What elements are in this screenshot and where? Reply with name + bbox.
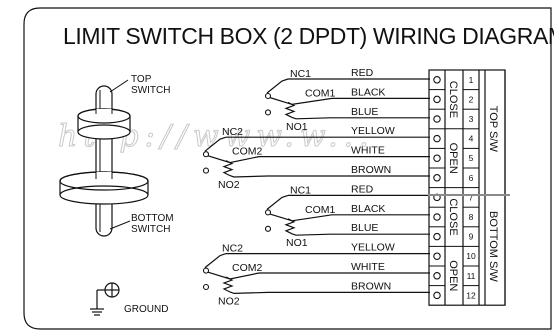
no-label: NO2 <box>218 295 240 307</box>
com-label: COM1 <box>305 204 335 216</box>
top-switch-leader <box>109 79 129 93</box>
pivot-point <box>264 225 272 232</box>
ground-label: GROUND <box>124 304 168 315</box>
state-label: CLOSE <box>447 198 459 235</box>
spring <box>284 218 331 236</box>
nc-contact <box>266 194 289 210</box>
com-label: COM2 <box>232 146 262 158</box>
com-label: COM2 <box>232 262 262 274</box>
group-label: TOP S/W <box>487 106 499 153</box>
bottom-switch-leader <box>109 220 131 230</box>
terminal-screw <box>433 174 441 182</box>
wire-color-label: BLACK <box>351 203 385 215</box>
switch-shaft-illustration <box>59 85 149 237</box>
no-label: NO1 <box>286 237 308 249</box>
nc-label: NC2 <box>222 126 243 138</box>
terminal-number: 10 <box>466 251 476 261</box>
terminal-number: 9 <box>469 232 474 242</box>
nc-contact <box>204 136 227 152</box>
bottom-switch-label-1: BOTTOM <box>131 213 174 224</box>
wire-color-label: BLUE <box>351 222 378 234</box>
terminal-screw <box>433 95 441 104</box>
terminal-number: 4 <box>469 134 474 144</box>
wire-color-label: YELLOW <box>351 125 395 137</box>
ground-icon <box>90 282 120 316</box>
pivot-point <box>202 267 210 274</box>
diagram-frame <box>23 7 552 330</box>
state-label: OPEN <box>447 260 459 291</box>
terminal-number: 11 <box>467 271 476 281</box>
wire-color-label: WHITE <box>351 145 385 157</box>
group-label: BOTTOM S/W <box>487 211 499 282</box>
com-label: COM1 <box>305 87 335 99</box>
pivot-point <box>264 92 272 100</box>
wire-color-label: BLACK <box>351 86 385 98</box>
no-label: NO1 <box>286 121 308 133</box>
wire-color-label: WHITE <box>351 261 385 273</box>
pivot-point <box>202 167 210 174</box>
terminal-screw <box>433 154 441 162</box>
terminal-screw <box>433 232 441 241</box>
pivot-point <box>202 283 210 291</box>
terminal-number: 7 <box>469 192 474 202</box>
nc-label: NC1 <box>290 184 311 196</box>
spring <box>284 101 331 120</box>
bottom-switch-label-2: SWITCH <box>131 224 170 235</box>
terminal-screw <box>433 252 441 260</box>
terminal-screw <box>433 134 441 143</box>
pivot-point <box>264 209 272 216</box>
state-label: CLOSE <box>447 81 459 118</box>
wire-color-label: BROWN <box>351 280 391 292</box>
state-label: OPEN <box>447 143 459 174</box>
terminal-screw <box>433 213 441 221</box>
terminal-screw <box>433 272 441 280</box>
terminal-number: 8 <box>469 212 474 222</box>
terminal-screw <box>433 115 441 123</box>
nc-contact <box>266 78 289 94</box>
terminal-number: 6 <box>469 173 474 183</box>
diagram-title: LIMIT SWITCH BOX (2 DPDT) WIRING DIAGRAM <box>63 23 554 49</box>
pivot-point <box>202 151 210 158</box>
wire-color-label: YELLOW <box>351 242 395 254</box>
terminal-number: 1 <box>469 75 474 85</box>
spring <box>222 160 269 178</box>
nc-label: NC2 <box>222 243 243 255</box>
wire-color-label: BROWN <box>351 164 391 176</box>
wire-color-label: BLUE <box>351 106 378 118</box>
wire-color-label: RED <box>351 183 374 195</box>
nc-contact <box>204 253 227 269</box>
terminal-screw <box>433 291 441 300</box>
pivot-point <box>264 109 272 116</box>
spring <box>222 276 269 295</box>
terminal-screw <box>433 76 441 84</box>
terminal-number: 3 <box>469 114 474 124</box>
terminal-number: 5 <box>469 153 474 163</box>
nc-label: NC1 <box>290 68 311 80</box>
top-switch-label-2: SWITCH <box>131 85 170 96</box>
top-switch-label-1: TOP <box>131 74 152 85</box>
wire-color-label: RED <box>351 67 374 79</box>
terminal-number: 2 <box>469 94 474 104</box>
no-label: NO2 <box>218 179 240 191</box>
terminal-number: 12 <box>466 290 476 300</box>
